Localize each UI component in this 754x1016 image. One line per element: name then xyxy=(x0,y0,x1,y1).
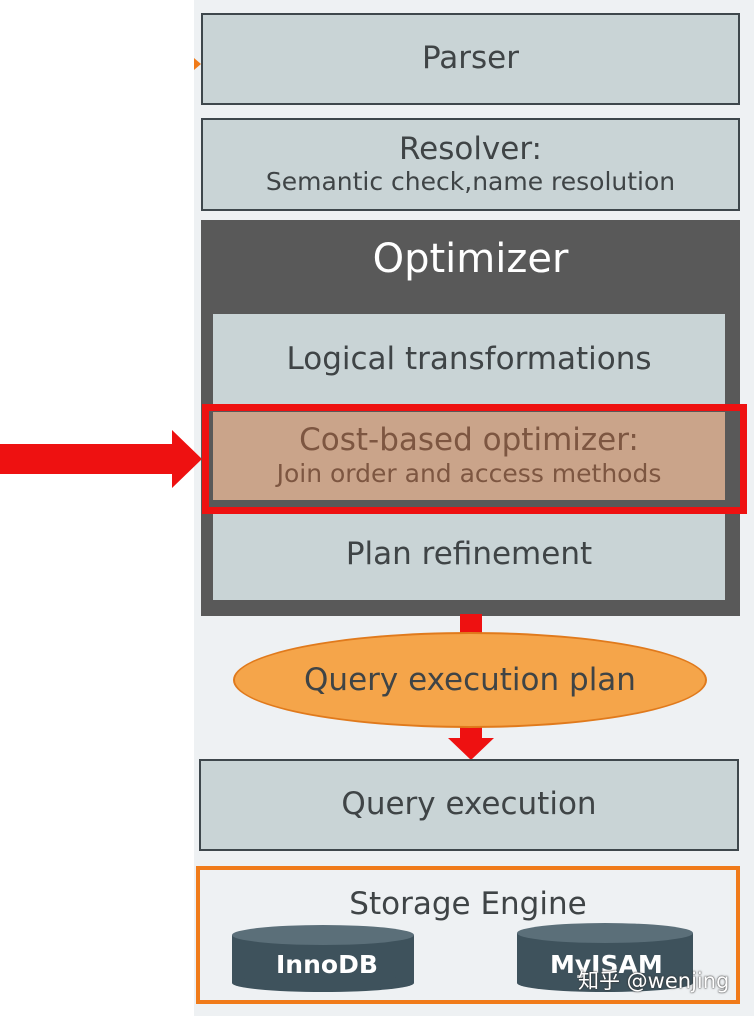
connector-optimizer-to-plan xyxy=(460,614,482,634)
logical-transformations-label: Logical transformations xyxy=(286,341,652,378)
highlight-frame xyxy=(202,404,747,514)
storage-engine-title: Storage Engine xyxy=(349,886,587,922)
innodb-label: InnoDB xyxy=(276,950,378,979)
logical-transformations-box: Logical transformations xyxy=(213,314,725,406)
query-execution-plan-ellipse: Query execution plan xyxy=(233,632,707,728)
myisam-label: MyISAM xyxy=(550,950,663,979)
resolver-title: Resolver: xyxy=(398,130,542,167)
orange-pointer-icon xyxy=(194,58,201,70)
optimizer-box: Optimizer Logical transformations Cost-b… xyxy=(201,220,740,616)
cost-based-optimizer-title: Cost-based optimizer: xyxy=(299,422,639,459)
resolver-box: Resolver: Semantic check,name resolution xyxy=(201,118,740,211)
query-execution-box: Query execution xyxy=(199,759,739,851)
plan-refinement-box: Plan refinement xyxy=(213,510,725,600)
resolver-subtitle: Semantic check,name resolution xyxy=(265,167,676,197)
parser-box: Parser xyxy=(201,13,740,105)
innodb-cylinder-icon xyxy=(232,925,414,992)
myisam-cylinder-icon xyxy=(517,923,693,992)
optimizer-title: Optimizer xyxy=(372,236,569,282)
cost-based-optimizer-box: Cost-based optimizer: Join order and acc… xyxy=(213,412,725,500)
watermark-text: 知乎 @wenjing xyxy=(578,969,730,993)
parser-label: Parser xyxy=(421,40,519,77)
arrow-down-icon xyxy=(448,726,494,760)
plan-refinement-label: Plan refinement xyxy=(345,536,593,573)
query-execution-plan-label: Query execution plan xyxy=(304,662,636,698)
cost-based-optimizer-subtitle: Join order and access methods xyxy=(276,458,662,488)
query-execution-label: Query execution xyxy=(341,786,597,823)
red-pointer-arrow-icon xyxy=(0,430,202,488)
